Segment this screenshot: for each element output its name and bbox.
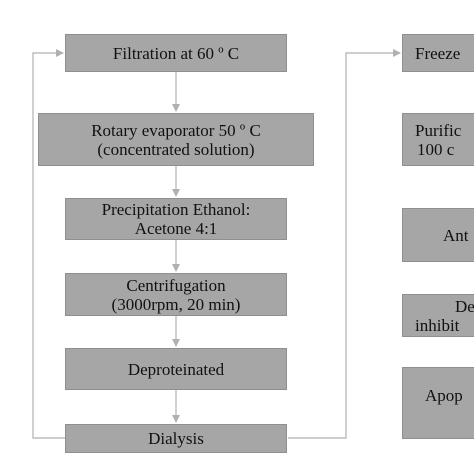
- step-anti-line-1: Ant: [443, 225, 469, 245]
- step-rotary-line-2: (concentrated solution): [97, 139, 255, 159]
- step-rotary-line-1: Rotary evaporator 50 º C: [91, 120, 261, 140]
- step-purification-line-1: Purific: [415, 120, 462, 140]
- step-filtration-line-1: Filtration at 60 º C: [112, 43, 240, 63]
- step-inhibition-line-1: De: [455, 296, 474, 316]
- step-dialysis: Dialysis: [65, 424, 287, 453]
- step-inhibition-line-2: inhibit: [415, 315, 460, 335]
- step-rotary-evaporator: Rotary evaporator 50 º C (concentrated s…: [38, 113, 314, 166]
- step-anti: Ant: [402, 208, 474, 262]
- step-purification: Purific 100 c: [402, 113, 474, 166]
- step-apoptosis: Apop: [402, 367, 474, 439]
- step-precipitation-line-1: Precipitation Ethanol:: [101, 200, 251, 219]
- step-precipitation-line-2: Acetone 4:1: [134, 219, 218, 238]
- step-inhibition: De inhibit: [402, 294, 474, 337]
- step-centrifugation-line-2: (3000rpm, 20 min): [111, 294, 241, 314]
- step-purification-line-2: 100 c: [417, 139, 455, 159]
- step-precipitation: Precipitation Ethanol: Acetone 4:1: [65, 198, 287, 240]
- step-centrifugation-line-1: Centrifugation: [126, 275, 226, 295]
- step-filtration: Filtration at 60 º C: [65, 34, 287, 72]
- step-freeze: Freeze: [402, 34, 474, 72]
- dialysis-to-freeze-connector: [288, 49, 401, 439]
- step-deproteinated: Deproteinated: [65, 348, 287, 390]
- step-deproteinated-line-1: Deproteinated: [127, 359, 225, 379]
- step-apoptosis-line-1: Apop: [425, 385, 463, 405]
- loop-back-connector: [32, 49, 65, 439]
- step-freeze-line-1: Freeze: [415, 43, 461, 63]
- step-dialysis-line-1: Dialysis: [148, 429, 204, 448]
- step-centrifugation: Centrifugation (3000rpm, 20 min): [65, 273, 287, 316]
